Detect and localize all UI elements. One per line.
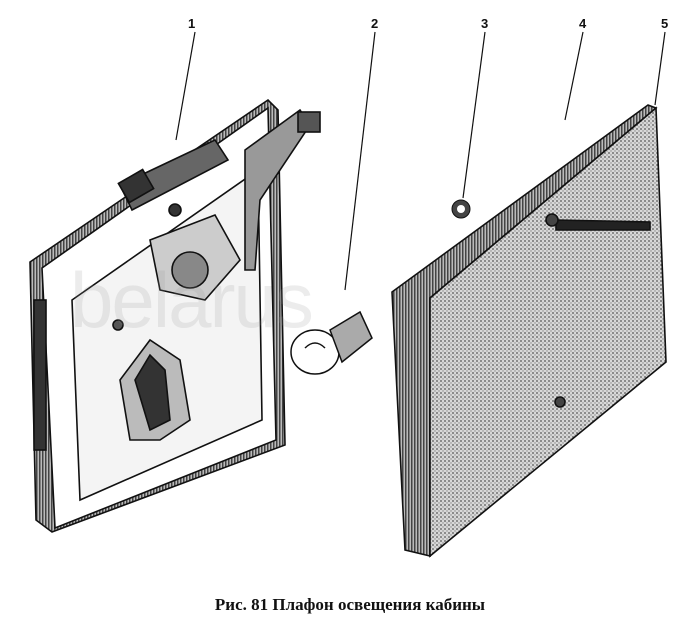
lens-part-4-5 [391, 104, 667, 558]
callout-4: 4 [579, 16, 587, 31]
figure-caption: Рис. 81 Плафон освещения кабины [214, 595, 486, 614]
callout-3: 3 [481, 16, 489, 31]
callout-2: 2 [371, 16, 379, 31]
housing-part-1 [29, 98, 321, 533]
watermark: belarus [70, 256, 314, 344]
nut-part-3 [451, 199, 471, 219]
callout-5: 5 [661, 16, 669, 31]
bulb-part-2 [290, 310, 373, 375]
leader-lines [175, 31, 666, 291]
callout-1: 1 [188, 16, 196, 31]
